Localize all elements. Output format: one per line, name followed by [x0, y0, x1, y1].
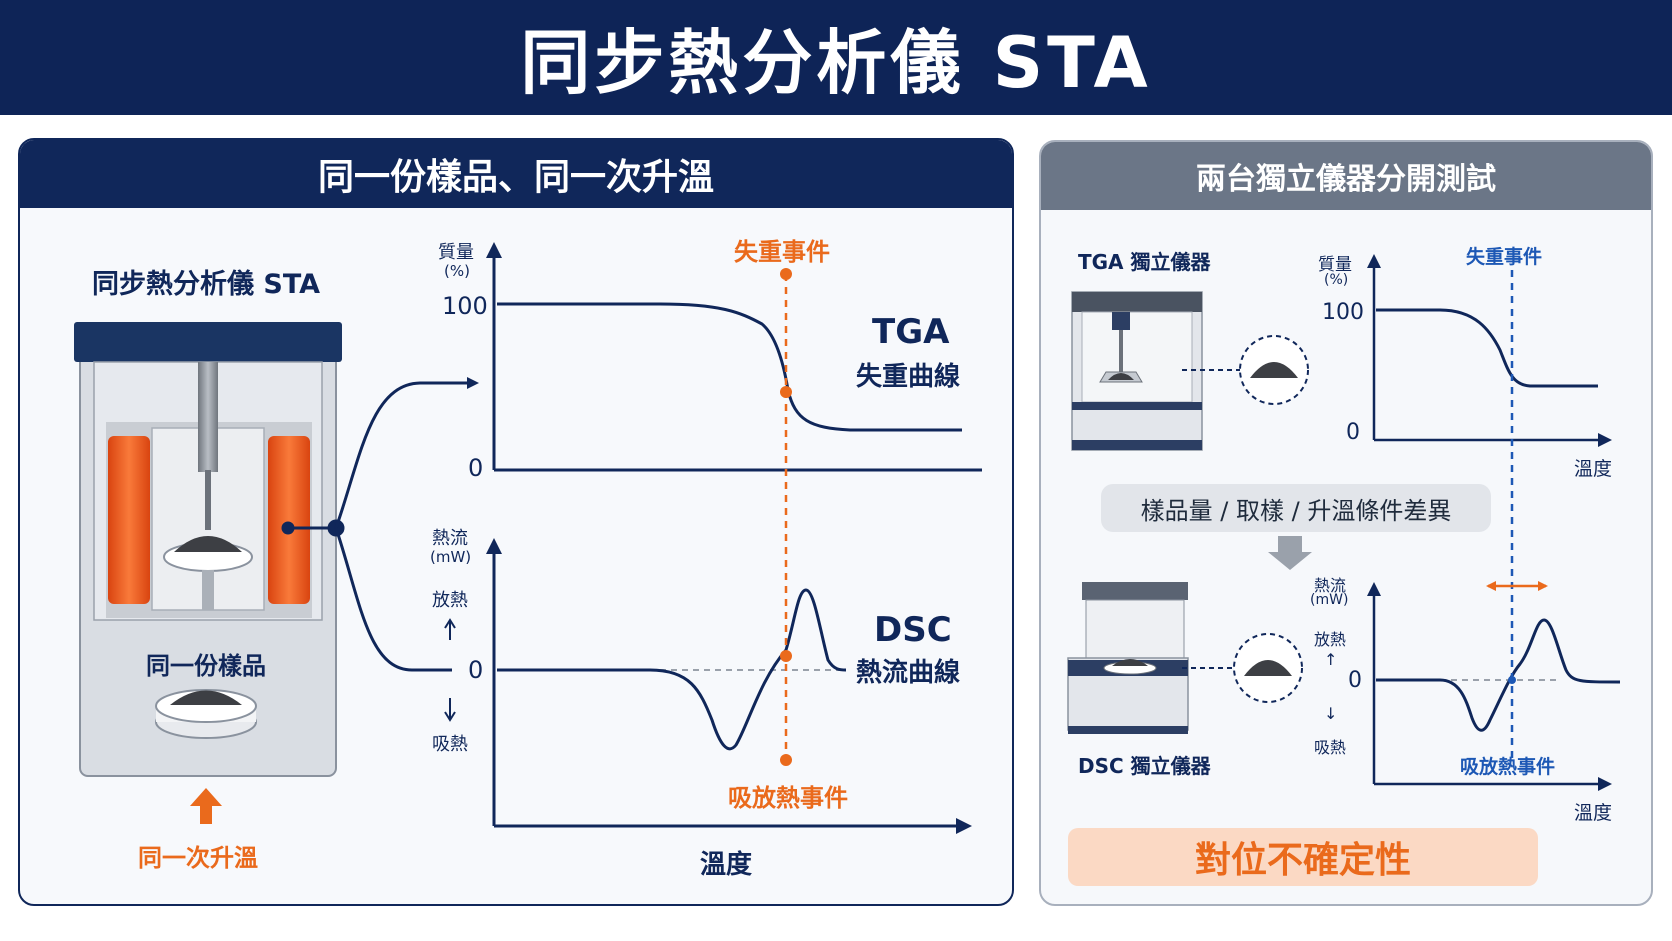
- dsc-curve-title: DSC: [874, 610, 952, 650]
- heat-event-label: 吸放熱事件: [728, 784, 848, 812]
- right-tga-tick-0: 0: [1346, 420, 1360, 445]
- sta-panel-header: 同一份樣品、同一次升溫: [20, 140, 1012, 208]
- up-arrow-icon: [444, 618, 456, 640]
- down-arrow-icon: [1268, 536, 1312, 570]
- sample-powder-icon: [170, 690, 242, 705]
- tga-y-label: 質量: [438, 242, 474, 263]
- difference-note: 樣品量 / 取樣 / 升溫條件差異: [1101, 484, 1491, 532]
- sample-powder-icon: [1250, 362, 1298, 378]
- dsc-instrument-label: DSC 獨立儀器: [1078, 754, 1211, 778]
- right-dsc-tick-0: 0: [1348, 668, 1362, 693]
- dsc-curve-subtitle: 熱流曲線: [856, 658, 961, 688]
- tga-curve-subtitle: 失重曲線: [856, 362, 961, 392]
- right-tga-axes: [1367, 254, 1612, 447]
- suspension-rod: [198, 362, 218, 472]
- tga-instrument-label: TGA 獨立儀器: [1078, 250, 1211, 274]
- sta-instrument: [74, 322, 342, 777]
- right-tga-y-label: 質量: [1318, 255, 1352, 275]
- tga-instrument: [1071, 291, 1203, 451]
- dsc-y-label: 熱流: [432, 528, 468, 549]
- right-mass-loss-event-label: 失重事件: [1466, 246, 1543, 268]
- dsc-axes: [486, 538, 972, 834]
- separate-panel-header: 兩台獨立儀器分開測試: [1041, 142, 1651, 210]
- right-tga-tick-100: 100: [1322, 300, 1364, 325]
- up-arrow-icon: [190, 788, 222, 824]
- down-arrow-icon: ↓: [1324, 704, 1338, 723]
- right-tga-y-unit: (%): [1324, 272, 1349, 288]
- dsc-tick-0: 0: [468, 656, 484, 684]
- signal-connector: [281, 377, 479, 672]
- page-title: 同步熱分析儀 STA: [520, 22, 1152, 104]
- dsc-curve: [497, 588, 847, 751]
- dsc-instrument: [1067, 582, 1189, 734]
- furnace-right: [268, 436, 310, 604]
- alignment-uncertainty-banner: 對位不確定性: [1068, 828, 1538, 886]
- right-exo-label: 放熱: [1314, 630, 1347, 649]
- tga-y-unit: (%): [444, 262, 470, 280]
- tga-tick-100: 100: [442, 292, 488, 320]
- tga-curve: [497, 302, 962, 432]
- right-dsc-x-label: 溫度: [1574, 802, 1613, 824]
- same-sample-label: 同一份樣品: [146, 652, 266, 680]
- exo-label: 放熱: [432, 590, 468, 611]
- sta-instrument-label: 同步熱分析儀 STA: [92, 269, 321, 300]
- endo-label: 吸熱: [432, 734, 468, 755]
- temperature-axis-label: 溫度: [700, 850, 753, 880]
- sample-powder-icon: [1244, 660, 1292, 676]
- right-tga-curve: [1376, 308, 1598, 388]
- title-bar: [0, 0, 1672, 115]
- right-dsc-curve: [1376, 618, 1621, 732]
- dsc-y-unit: (mW): [430, 548, 472, 566]
- tga-curve-title: TGA: [872, 312, 950, 352]
- up-arrow-icon: ↑: [1324, 650, 1338, 669]
- instrument-lid: [74, 322, 342, 362]
- event-marker-line: [780, 268, 792, 766]
- same-heating-label: 同一次升溫: [138, 844, 258, 872]
- right-tga-x-label: 溫度: [1574, 458, 1613, 480]
- right-heat-event-label: 吸放熱事件: [1460, 756, 1556, 778]
- right-dsc-y-unit: (mW): [1310, 592, 1349, 608]
- right-dsc-y-label: 熱流: [1314, 576, 1347, 595]
- tga-tick-0: 0: [468, 454, 484, 482]
- tga-axes: [486, 242, 982, 472]
- right-endo-label: 吸熱: [1314, 738, 1347, 757]
- right-dsc-axes: [1367, 582, 1612, 791]
- furnace-left: [108, 436, 150, 604]
- down-arrow-icon: [444, 698, 456, 722]
- sample-powder-icon: [174, 536, 242, 552]
- mass-loss-event-label: 失重事件: [734, 238, 830, 266]
